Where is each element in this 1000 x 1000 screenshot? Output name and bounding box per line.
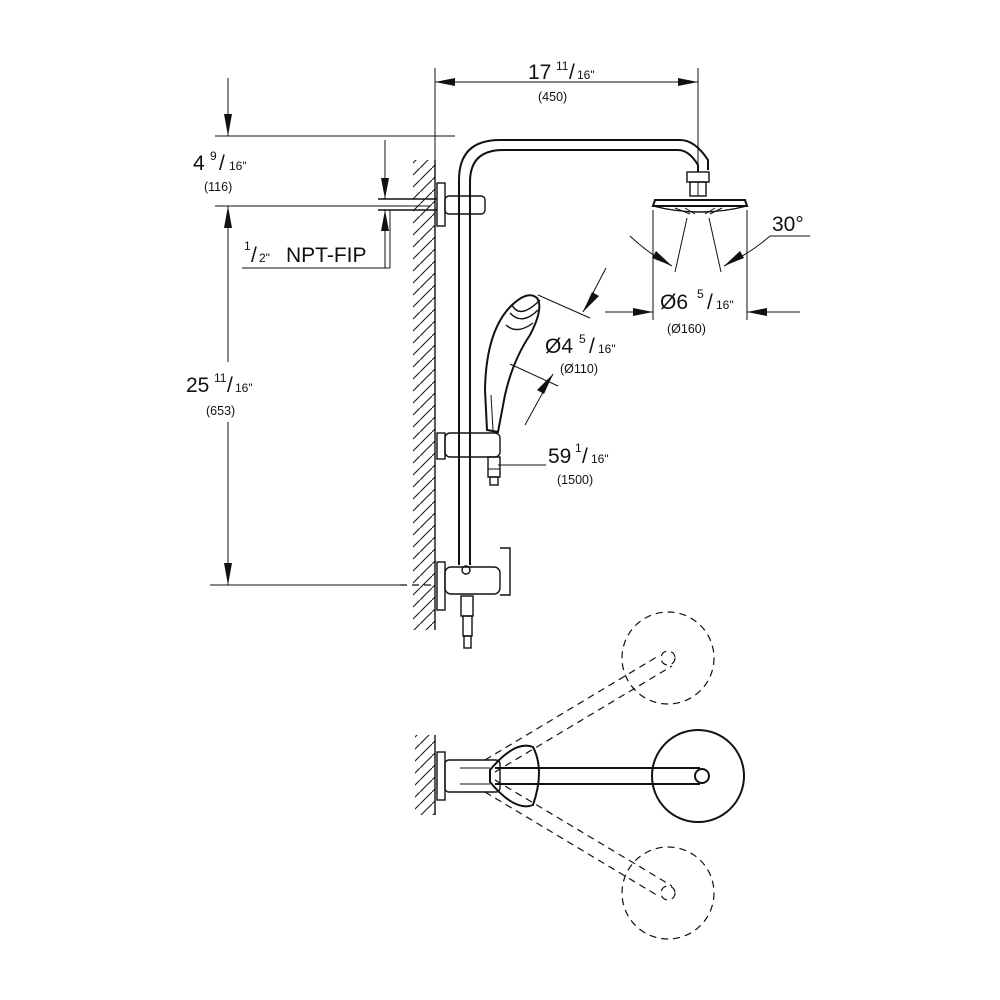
dim-width-top <box>434 68 699 182</box>
dim-offset-den: 16" <box>229 159 247 173</box>
svg-text:/: / <box>569 61 575 84</box>
dim-width-top-den: 16" <box>577 68 595 82</box>
dim-offset-metric: (116) <box>204 180 232 194</box>
plan-view <box>436 611 745 940</box>
dim-offset-whole: 4 <box>193 152 205 175</box>
dim-head-num: 5 <box>697 287 704 301</box>
dim-height-num: 11 <box>214 371 227 385</box>
dim-height-den: 16" <box>235 381 253 395</box>
dim-height-whole: 25 <box>186 374 209 397</box>
connection-den: 2" <box>259 251 270 265</box>
dim-angle <box>629 217 810 273</box>
dim-hose-whole: 59 <box>548 445 571 468</box>
dim-hand-metric: (Ø110) <box>560 362 598 376</box>
wall-elevation <box>413 160 436 630</box>
dim-hand-diameter <box>509 267 607 426</box>
dim-offset <box>215 78 455 268</box>
connection-leader <box>242 210 391 269</box>
head-swivel <box>686 171 710 183</box>
dim-hand-num: 5 <box>579 332 586 346</box>
dim-width-top-metric: (450) <box>538 90 567 104</box>
svg-text:/: / <box>251 244 257 267</box>
dim-hose-num: 1 <box>575 441 582 455</box>
dim-width-top-num: 11 <box>556 59 569 73</box>
dim-hand-whole: Ø4 <box>545 335 573 358</box>
dim-hose-metric: (1500) <box>557 473 593 487</box>
shower-arm <box>458 139 709 200</box>
connection-num: 1 <box>244 239 251 253</box>
dim-hose-den: 16" <box>591 452 609 466</box>
svg-text:/: / <box>589 335 595 358</box>
dim-offset-num: 9 <box>210 149 217 163</box>
wall-plan <box>415 735 436 815</box>
head-shower <box>651 199 749 215</box>
dim-width-top-whole: 17 <box>528 61 551 84</box>
top-bracket <box>378 182 486 227</box>
hand-shower <box>483 294 541 434</box>
svg-text:/: / <box>219 152 225 175</box>
riser-rail <box>458 200 471 565</box>
svg-text:/: / <box>227 374 233 397</box>
svg-text:/: / <box>707 291 713 314</box>
connection-label: NPT-FIP <box>286 244 367 267</box>
handshower-holder <box>436 432 501 486</box>
dim-height-metric: (653) <box>206 404 235 418</box>
dim-head-den: 16" <box>716 298 734 312</box>
dim-head-diameter <box>605 210 800 320</box>
dim-head-metric: (Ø160) <box>667 322 706 336</box>
dim-angle-value: 30° <box>772 213 804 236</box>
dim-head-whole: Ø6 <box>660 291 688 314</box>
svg-text:/: / <box>582 445 588 468</box>
diverter-valve <box>436 547 511 649</box>
dim-hand-den: 16" <box>598 342 616 356</box>
